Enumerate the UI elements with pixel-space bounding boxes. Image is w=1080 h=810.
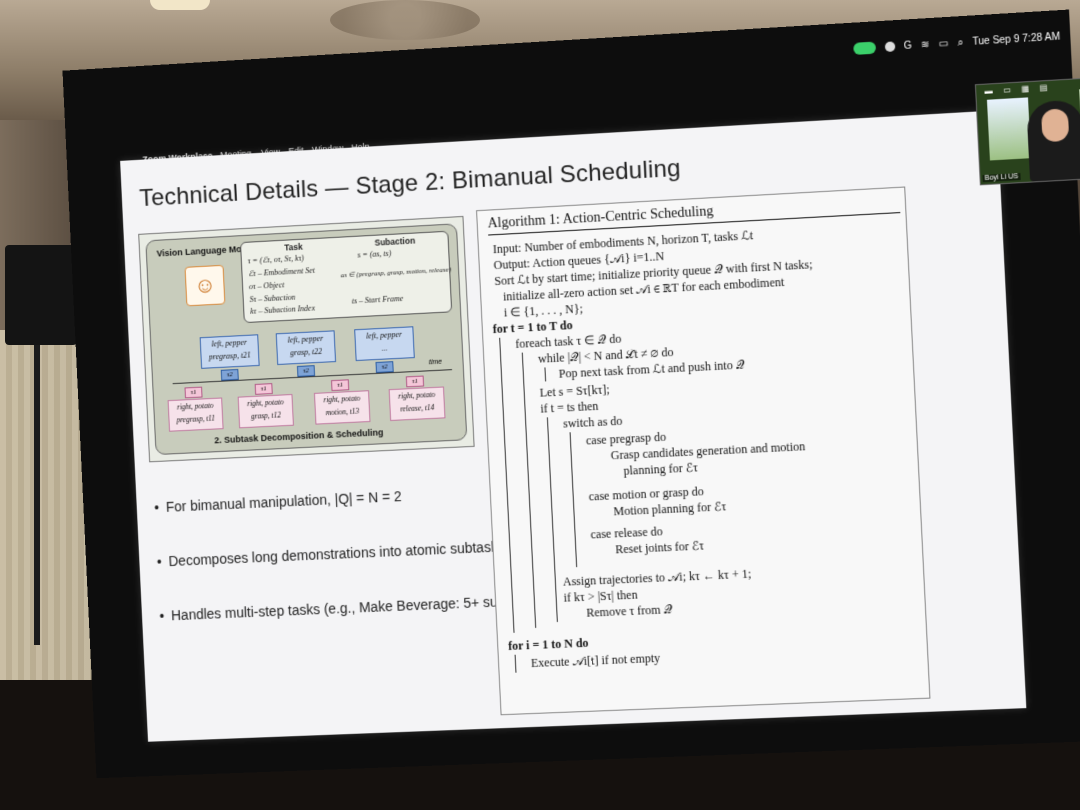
tau1-marker: τ1 (184, 386, 203, 399)
video-window-left (986, 97, 1031, 161)
video-controls-icon[interactable]: ▬ ▭ ▦ ▤ (984, 82, 1052, 96)
participant-video[interactable]: ▬ ▭ ▦ ▤ Boyi Li US (974, 74, 1080, 186)
monitor: G ≋ ▭ ⌕ Tue Sep 9 7:28 AM Zoom Workplace… (62, 9, 1080, 779)
subaction-line: as ∈ {pregrasp, grasp, motion, release} (340, 265, 452, 280)
figure-panel: Vision Language Model ☺ Task Subaction τ… (145, 223, 468, 456)
bullet-item: For bimanual manipulation, |Q| = N = 2 (166, 488, 402, 515)
zoom-share-icon[interactable] (852, 41, 876, 55)
algorithm-line: Execute 𝒜i[t] if not empty (530, 650, 661, 671)
loop-bar (546, 417, 558, 623)
task-line: ℰτ – Embodiment Set (248, 265, 316, 279)
algorithm-line: if kτ > |Sτ| then (563, 587, 638, 605)
subtask-action: grasp, t12 (250, 410, 282, 421)
search-icon[interactable]: ⌕ (957, 36, 964, 49)
task-definition-box: Task Subaction τ = (ℰτ, oτ, Sτ, kτ) ℰτ –… (239, 230, 453, 324)
subaction-line: ts – Start Frame (351, 293, 404, 306)
status-icon[interactable] (884, 41, 895, 53)
task-line: τ = (ℰτ, oτ, Sτ, kτ) (247, 253, 305, 266)
task-line: Sτ – Subaction (249, 292, 296, 304)
ceiling-vent (330, 0, 480, 40)
battery-icon[interactable]: ▭ (938, 37, 949, 50)
algorithm-line: Assign trajectories to 𝒜i; kτ ← kτ + 1; (562, 566, 752, 589)
head-icon: ☺ (184, 264, 226, 307)
figure-caption: 2. Subtask Decomposition & Scheduling (214, 427, 384, 446)
loop-bar (521, 352, 537, 628)
task-line: kτ – Subaction Index (249, 303, 316, 316)
google-icon[interactable]: G (903, 39, 913, 52)
clock: Tue Sep 9 7:28 AM (972, 30, 1061, 48)
algorithm-line: Remove τ from 𝒬 (586, 602, 673, 620)
subtask-action: motion, t13 (325, 406, 360, 418)
subaction-line: s = (as, ts) (357, 248, 392, 260)
task-line: oτ – Object (248, 280, 285, 292)
algorithm-line: for i = 1 to N do (507, 635, 589, 654)
subtask-action: pregrasp, t11 (176, 413, 216, 425)
loop-bar (544, 367, 547, 382)
speaker (5, 245, 77, 345)
subaction-header: Subaction (374, 235, 416, 248)
time-label: time (428, 358, 443, 367)
subtask-action: grasp, t22 (289, 346, 323, 358)
tau1-marker: τ1 (331, 379, 350, 392)
algorithm-line: switch as do (562, 413, 623, 431)
tau1-marker: τ1 (254, 383, 273, 395)
bullet-item: Handles multi-step tasks (e.g., Make Bev… (171, 592, 543, 624)
algorithm-header: Algorithm 1: Action-Centric Scheduling (487, 193, 901, 236)
algorithm-box: Algorithm 1: Action-Centric Scheduling I… (476, 186, 931, 716)
ceiling-light (150, 0, 210, 10)
subtask-action: release, t14 (399, 402, 435, 414)
algorithm-line: Reset joints for ℰτ (614, 538, 705, 557)
algorithm-line: Let s = Sτ[kτ]; (539, 382, 610, 400)
task-header: Task (284, 241, 303, 253)
participant-face (1040, 108, 1070, 143)
participant-name: Boyi Li US (982, 173, 1021, 183)
loop-bar (514, 654, 517, 673)
left-arm-subtask: left, pepper... (354, 326, 415, 362)
presentation-slide: Technical Details — Stage 2: Bimanual Sc… (120, 110, 1027, 742)
scheduling-figure: Vision Language Model ☺ Task Subaction τ… (138, 215, 475, 463)
bullet-item: Decomposes long demonstrations into atom… (168, 538, 505, 569)
subtask-action: pregrasp, t21 (208, 350, 251, 362)
subtask-action: ... (381, 343, 388, 353)
algorithm-line: planning for ℰτ (623, 460, 699, 478)
algorithm-line: if t = ts then (540, 398, 599, 416)
loop-bar (499, 337, 515, 633)
wifi-icon[interactable]: ≋ (920, 38, 930, 51)
speaker-stand (34, 345, 40, 645)
loop-bar (569, 432, 578, 568)
tau1-marker: τ1 (405, 375, 425, 388)
